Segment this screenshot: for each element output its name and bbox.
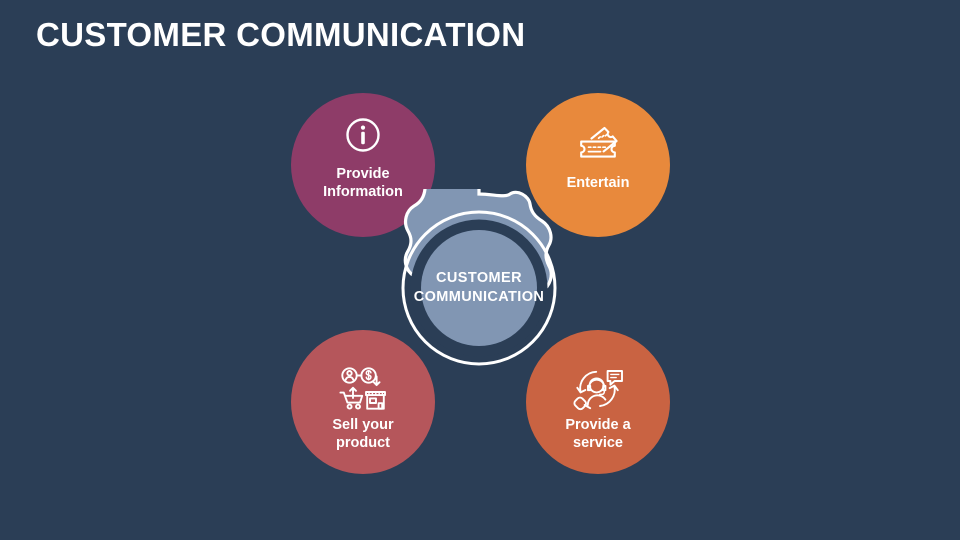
shop-cart-money-icon — [339, 367, 386, 410]
node-content: Entertain — [536, 123, 660, 193]
support-agent-icon — [573, 370, 623, 411]
badge-outer-white-ring — [401, 210, 557, 366]
node-content: Provide a service — [536, 365, 660, 452]
node-content: Provide Information — [301, 114, 425, 201]
node-label: Provide a service — [565, 417, 631, 451]
node-entertain[interactable]: Entertain — [526, 93, 670, 237]
center-badge-graphic — [401, 189, 557, 366]
page-title: CUSTOMER COMMUNICATION — [36, 16, 526, 53]
tickets-icon — [580, 127, 618, 158]
node-content: Sell your product — [301, 365, 425, 452]
node-provide-information[interactable]: Provide Information — [291, 93, 435, 237]
node-sell-your-product[interactable]: Sell your product — [291, 330, 435, 474]
badge-inner-disc — [421, 230, 537, 346]
info-circle-icon — [346, 118, 380, 153]
node-label: Sell your product — [332, 417, 394, 451]
node-label: Entertain — [566, 175, 630, 192]
node-provide-a-service[interactable]: Provide a service — [526, 330, 670, 474]
node-label: Provide Information — [323, 166, 403, 200]
